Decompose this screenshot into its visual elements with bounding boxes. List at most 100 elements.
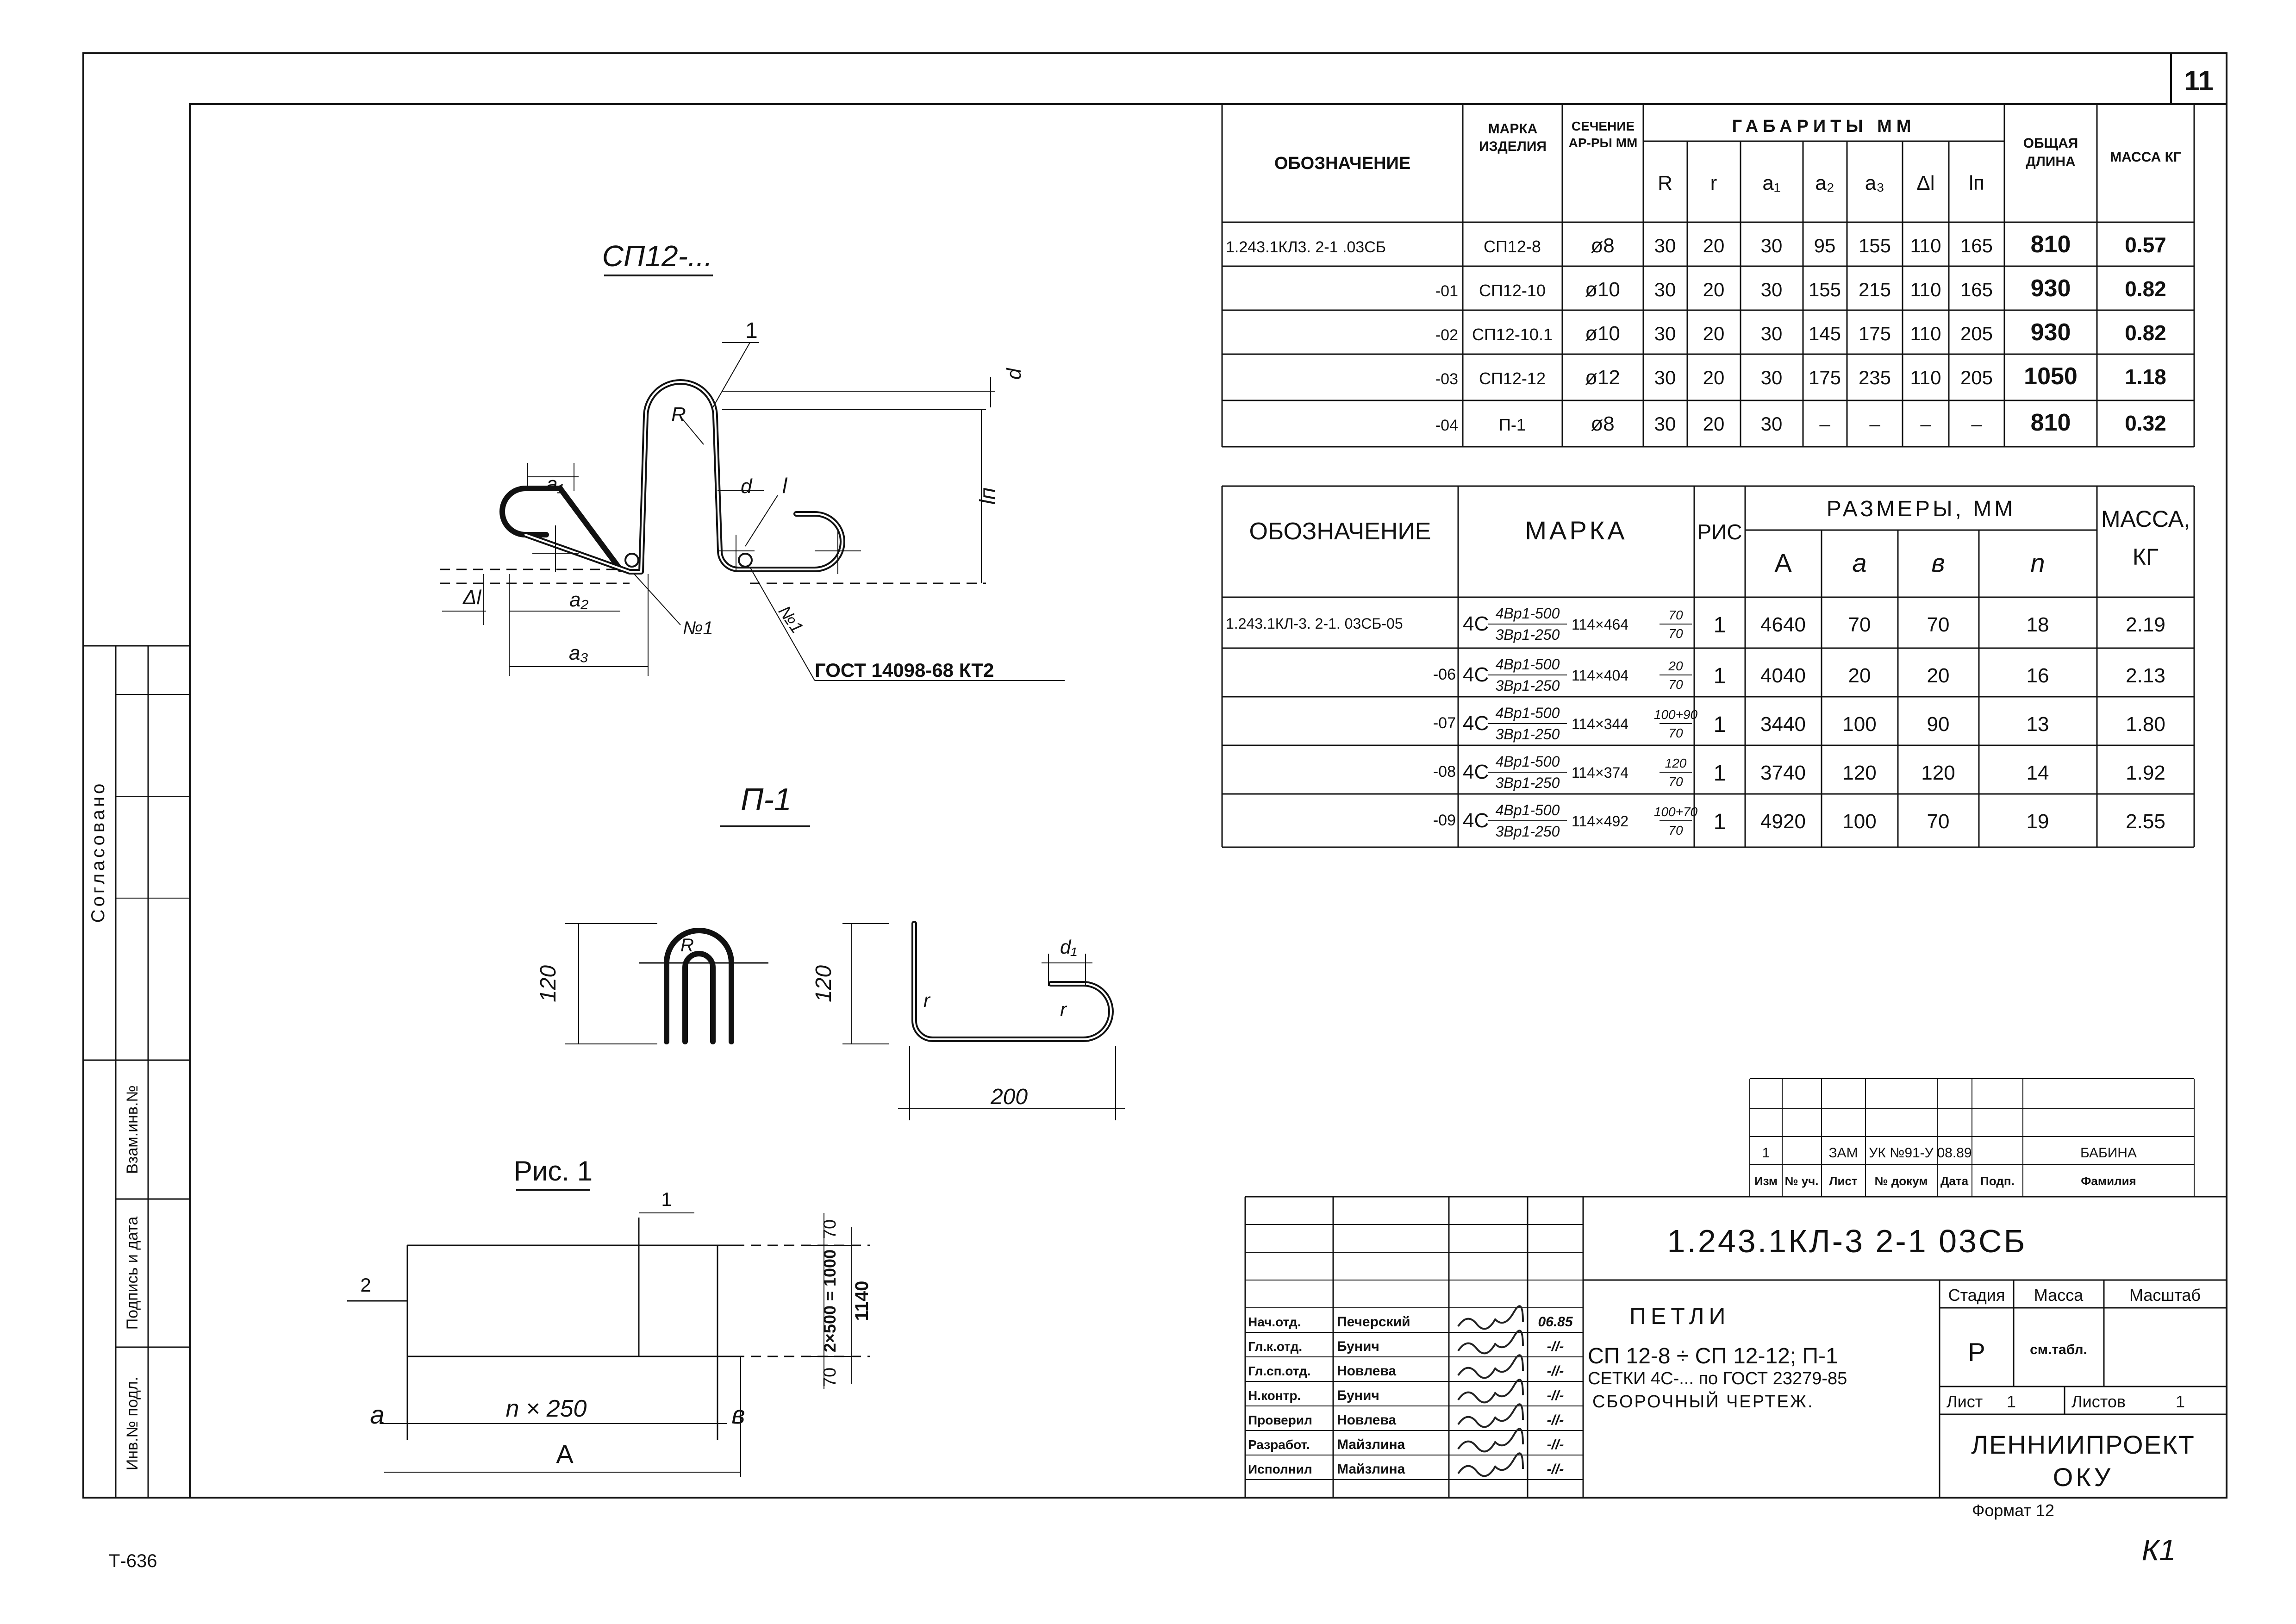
t2-cell-A: 3740 (1760, 762, 1806, 784)
t1-cell-a1: 30 (1761, 279, 1783, 300)
org-name: ЛЕННИИПРОЕКТ (1971, 1430, 2195, 1459)
dim-d-label: d (1003, 368, 1025, 380)
t1-cell-designation: -02 (1435, 326, 1458, 344)
t2-cell-offset-top: 20 (1668, 659, 1683, 673)
t1-cell-ln: – (1971, 413, 1982, 435)
t2-cell-numerator: 4Вр1-500 (1496, 753, 1560, 770)
dim-a2-label: a₂ (569, 588, 588, 611)
fig1-v1: 70 (820, 1219, 840, 1239)
t2-cell-mass: 2.19 (2126, 613, 2165, 636)
t2-cell-n: 18 (2027, 613, 2049, 636)
t2-mark-header: МАРКА (1525, 516, 1627, 545)
t1-cell-mark: СП12-12 (1479, 369, 1546, 388)
person-name: Майзлина (1337, 1462, 1405, 1477)
stage-header: Стадия (1948, 1286, 2005, 1305)
person-date: -//- (1547, 1339, 1564, 1354)
revision-header: Подп. (1980, 1174, 2015, 1188)
scale-header: Масштаб (2129, 1286, 2201, 1305)
revision-cell: ЗАМ (1828, 1145, 1858, 1161)
fig1-v3: 1140 (852, 1281, 872, 1321)
t2-sizes-header: РАЗМЕРЫ, ММ (1827, 497, 2015, 521)
fig1-a: a (370, 1400, 384, 1429)
p1-front-view (664, 928, 734, 1044)
sheet-number-box: 11 (2170, 52, 2227, 105)
t1-cell-length: 810 (2031, 409, 2071, 436)
t2-cell-b: 70 (1927, 810, 1950, 833)
t1-mass-header: МАССА КГ (2110, 150, 2181, 165)
fig1-A: A (556, 1439, 574, 1468)
t2-cell-b: 120 (1921, 762, 1955, 784)
t2-fig-header: РИС (1697, 520, 1742, 544)
t2-cell-prefix: 4С (1463, 712, 1489, 735)
t1-col-ln: lп (1969, 172, 1984, 194)
person-name: Печерский (1337, 1314, 1410, 1330)
gost-label: ГОСТ 14098-68 КТ2 (815, 659, 994, 681)
revision-header: Фамилия (2081, 1174, 2136, 1188)
dim-dl-label: Δl (462, 586, 482, 609)
t2-cell-denominator: 3Вр1-250 (1496, 726, 1560, 743)
p1-width: 200 (990, 1085, 1028, 1109)
sheet-label: Лист (1947, 1392, 1983, 1411)
person-name: Новлева (1337, 1363, 1396, 1379)
p1-height-1: 120 (536, 965, 561, 1002)
t2-cell-offset-top: 120 (1665, 756, 1687, 770)
t1-cell-R: 30 (1654, 323, 1676, 344)
t2-cell-denominator: 3Вр1-250 (1496, 823, 1560, 840)
t1-cell-R: 30 (1654, 367, 1676, 388)
t2-cell-fig: 1 (1714, 810, 1726, 834)
person-signature (1457, 1379, 1524, 1404)
p1-d1: d₁ (1060, 936, 1077, 958)
t1-cell-dl: 110 (1910, 235, 1941, 256)
t2-cell-a: 70 (1848, 613, 1871, 636)
t2-cell-mass: 2.55 (2126, 810, 2165, 833)
t1-mark-header: МАРКА ИЗДЕЛИЯ (1479, 121, 1547, 154)
signature-date-label: Подпись и дата (124, 1217, 141, 1330)
person-signature (1457, 1428, 1524, 1453)
t2-designation-header: ОБОЗНАЧЕНИЕ (1249, 518, 1431, 545)
t1-cell-designation: -04 (1435, 417, 1458, 434)
fig1-b: в (731, 1400, 745, 1429)
t2-cell-offset-bottom: 70 (1668, 823, 1683, 837)
t2-cell-prefix: 4С (1463, 612, 1489, 635)
p1-r2: r (1060, 999, 1067, 1020)
t2-cell-size: 114×492 (1572, 813, 1628, 830)
t1-cell-mass: 0.82 (2125, 277, 2166, 301)
t1-cell-a3: 235 (1859, 367, 1891, 388)
t1-cell-a1: 30 (1761, 235, 1783, 256)
t1-col-R: R (1658, 172, 1672, 194)
t2-cell-designation: -07 (1433, 714, 1456, 732)
t1-designation-header: ОБОЗНАЧЕНИЕ (1274, 154, 1410, 173)
t2-cell-n: 19 (2027, 810, 2049, 833)
t1-cell-R: 30 (1654, 413, 1676, 435)
sheets-value: 1 (2176, 1392, 2185, 1411)
person-date: -//- (1547, 1388, 1564, 1403)
t1-dims-header: ГАБАРИТЫ ММ (1732, 117, 1916, 136)
t2-cell-A: 4920 (1760, 810, 1806, 833)
person-signature (1457, 1354, 1524, 1379)
t2-cell-designation: -06 (1433, 666, 1456, 683)
dim-a3-label: a₃ (569, 642, 588, 664)
t1-cell-ln: 205 (1960, 323, 1993, 344)
t1-cell-a1: 30 (1761, 323, 1783, 344)
t1-cell-section: ø8 (1591, 412, 1614, 435)
org-dept: ОКУ (2053, 1462, 2113, 1492)
t1-col-a1: a₁ (1762, 172, 1780, 194)
person-date: -//- (1547, 1363, 1564, 1379)
person-name: Майзлина (1337, 1437, 1405, 1452)
t2-cell-a: 100 (1842, 810, 1876, 833)
t1-cell-mark: СП12-10 (1479, 281, 1546, 300)
t2-cell-b: 70 (1927, 613, 1950, 636)
p1-height-2: 120 (811, 965, 836, 1002)
drawing-sp12-title: СП12-... (602, 239, 712, 273)
t2-cell-a: 100 (1842, 713, 1876, 736)
t2-cell-offset-bottom: 70 (1668, 775, 1683, 789)
sheet-code: К1 (2142, 1533, 2176, 1567)
person-role: Исполнил (1248, 1462, 1312, 1476)
weld-n1-left: №1 (683, 618, 713, 638)
revision-header: Дата (1940, 1174, 1969, 1188)
t1-cell-section: ø12 (1585, 366, 1620, 389)
person-date: -//- (1547, 1462, 1564, 1477)
dim-ln-label: lп (976, 487, 1000, 505)
